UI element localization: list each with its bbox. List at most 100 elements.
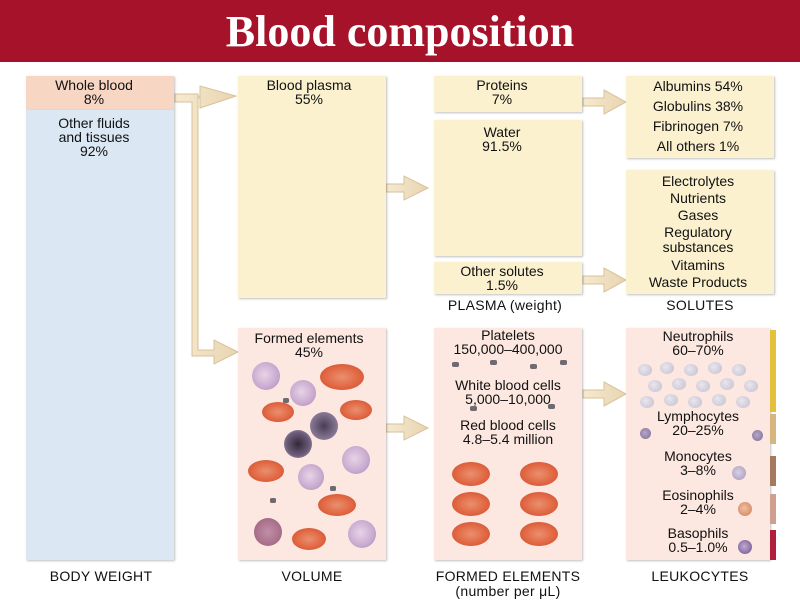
monocytes-bar (770, 456, 776, 486)
rbc-cell (340, 400, 372, 420)
other-solutes-value: 1.5% (486, 277, 518, 293)
proteins-label: Proteins (476, 77, 528, 93)
rbc-cell (452, 462, 490, 486)
neutrophil-cell (720, 378, 734, 390)
monocytes-value: 3–8% (680, 462, 716, 478)
wbc-cell (298, 464, 324, 490)
neutrophil-cell (732, 364, 746, 376)
rbc-cell (452, 492, 490, 516)
neutrophils-label: Neutrophils (662, 328, 734, 344)
platelets-label: Platelets (481, 327, 535, 343)
platelet-cell (548, 404, 555, 409)
platelets-value: 150,000–400,000 (453, 341, 563, 357)
formed-detail-box (434, 328, 582, 560)
basophils-value: 0.5–1.0% (668, 539, 728, 555)
basophils-bar (770, 530, 776, 560)
other-solutes-label: Other solutes (460, 263, 544, 279)
rbc-cell (318, 494, 356, 516)
platelet-cell (490, 360, 497, 365)
globulins-label: Globulins 38% (652, 98, 744, 114)
rbc-cell (292, 528, 326, 550)
blood-plasma-label: Blood plasma (266, 77, 352, 93)
basophil-cell (738, 540, 752, 554)
rbc-value: 4.8–5.4 million (462, 431, 554, 447)
rbc-cell (248, 460, 284, 482)
albumins-label: Albumins 54% (653, 78, 743, 94)
vitamins-label: Vitamins (671, 257, 725, 273)
neutrophil-cell (744, 380, 758, 392)
neutrophil-cell (684, 364, 698, 376)
whole-blood-value: 8% (83, 91, 105, 107)
arrow-formed-detail (385, 415, 430, 441)
eosinophil-cell (738, 502, 752, 516)
solutes-footer: SOLUTES (666, 297, 734, 313)
protein-types-box (626, 76, 774, 158)
arrow-wbc-leukocytes (582, 381, 628, 407)
rbc-cell (320, 364, 364, 390)
neutrophil-cell (696, 380, 710, 392)
neutrophil-cell (708, 362, 722, 374)
arrow-body-to-volume (174, 85, 238, 109)
formed-footer-1: FORMED ELEMENTS (435, 568, 581, 584)
other-solutes-box (434, 262, 582, 294)
body-weight-footer: BODY WEIGHT (49, 568, 153, 584)
wbc-value: 5,000–10,000 (465, 391, 551, 407)
monocytes-label: Monocytes (664, 448, 732, 464)
platelet-cell (452, 362, 459, 367)
proteins-box (434, 76, 582, 112)
rbc-cell (520, 492, 558, 516)
monocyte-cell (732, 466, 746, 480)
wbc-cell (252, 362, 280, 390)
volume-footer: VOLUME (281, 568, 343, 584)
water-box (434, 120, 582, 256)
platelet-cell (470, 406, 477, 411)
rbc-label: Red blood cells (460, 417, 556, 433)
lymphocyte-cell (752, 430, 763, 441)
water-label: Water (483, 124, 521, 140)
arrow-plasma-detail (385, 175, 430, 201)
gases-label: Gases (677, 207, 719, 223)
neutrophils-bar (770, 330, 776, 412)
platelet-cell (530, 364, 537, 369)
neutrophil-cell (688, 396, 702, 408)
platelet-cell (283, 398, 289, 403)
platelet-cell (330, 486, 336, 491)
whole-blood-label: Whole blood (55, 77, 133, 93)
other-tissues-value: 92% (79, 143, 109, 159)
rbc-cell (520, 462, 558, 486)
arrow-othersolutes-solutes (582, 267, 628, 293)
platelet-cell (560, 360, 567, 365)
lymphocytes-label: Lymphocytes (657, 408, 739, 424)
wbc-cell (290, 380, 316, 406)
other-tissues-label-1: Other fluids (58, 115, 130, 131)
nutrients-label: Nutrients (669, 190, 727, 206)
lymphocyte-cell (640, 428, 651, 439)
formed-elements-value: 45% (294, 344, 324, 360)
neutrophil-cell (672, 378, 686, 390)
fibrinogen-label: Fibrinogen 7% (652, 118, 744, 134)
wbc-cell (348, 520, 376, 548)
neutrophil-cell (648, 380, 662, 392)
waste-products-label: Waste Products (648, 274, 748, 290)
blood-plasma-box (238, 76, 386, 298)
electrolytes-label: Electrolytes (661, 173, 735, 189)
water-value: 91.5% (482, 138, 522, 154)
eosinophils-label: Eosinophils (662, 487, 734, 503)
lymphocytes-bar (770, 414, 776, 444)
other-solutes-types-box (626, 170, 774, 294)
wbc-cell (254, 518, 282, 546)
neutrophil-cell (712, 394, 726, 406)
rbc-cell (520, 522, 558, 546)
neutrophil-cell (640, 396, 654, 408)
formed-elements-label: Formed elements (254, 330, 364, 346)
rbc-cell (262, 402, 294, 422)
regulatory-label-1: Regulatory (664, 224, 732, 240)
other-tissues-box (26, 110, 174, 560)
wbc-cell (342, 446, 370, 474)
neutrophils-value: 60–70% (672, 342, 724, 358)
neutrophil-cell (736, 396, 750, 408)
platelet-cell (270, 498, 276, 503)
rbc-cell (452, 522, 490, 546)
wbc-cell (284, 430, 312, 458)
